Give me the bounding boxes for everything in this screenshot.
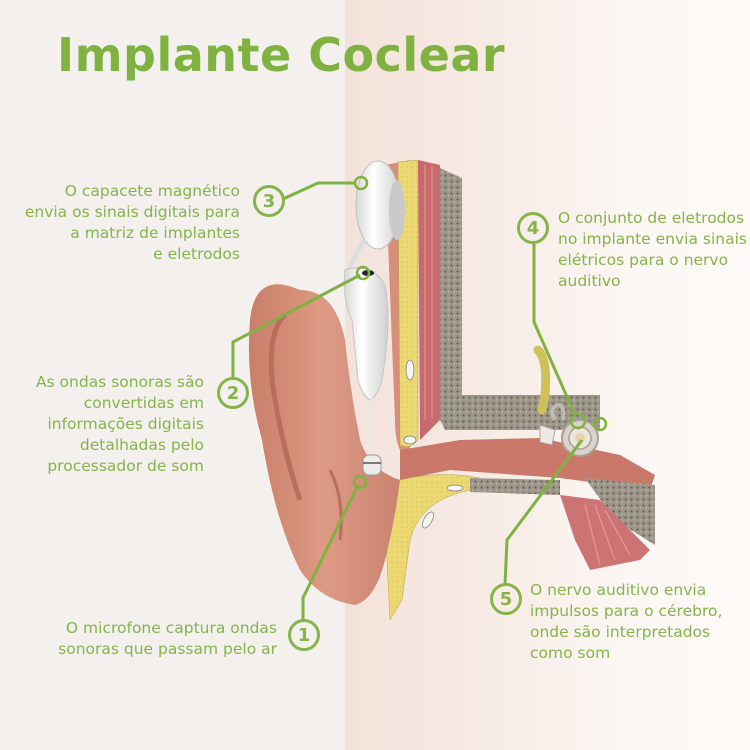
head-cross-section xyxy=(384,159,655,621)
badge-number: 1 xyxy=(297,624,311,646)
callout-line: O capacete magnético xyxy=(64,182,240,200)
callout-line: onde são interpretados xyxy=(530,623,711,641)
cochlea xyxy=(539,402,599,457)
callout-line: envia os sinais digitais para xyxy=(24,203,240,221)
callout-line: como som xyxy=(530,644,611,662)
callout-line: O conjunto de eletrodos xyxy=(558,209,745,227)
callout-2-text: As ondas sonoras são convertidas em info… xyxy=(36,372,204,477)
callout-line: no implante envia sinais xyxy=(558,230,747,248)
connector-3 xyxy=(282,181,355,201)
step-badge-3: 3 xyxy=(253,185,285,217)
step-badge-5: 5 xyxy=(490,583,522,615)
callout-line: O nervo auditivo envia xyxy=(530,581,707,599)
connector-5 xyxy=(503,439,584,586)
callout-line: As ondas sonoras são xyxy=(35,373,204,391)
step-badge-4: 4 xyxy=(517,212,549,244)
auditory-nerve xyxy=(533,345,551,415)
callout-1-text: O microfone captura ondas sonoras que pa… xyxy=(58,618,277,660)
badge-number: 4 xyxy=(526,217,540,239)
step-badge-2: 2 xyxy=(217,377,249,409)
badge-number: 2 xyxy=(226,382,240,404)
callout-line: a matriz de implantes xyxy=(70,224,240,242)
callout-line: auditivo xyxy=(558,272,621,290)
connector-4 xyxy=(532,244,577,416)
badge-number: 3 xyxy=(262,190,276,212)
outer-ear xyxy=(248,284,400,605)
microphone xyxy=(362,454,382,476)
callout-line: elétricos para o nervo xyxy=(558,251,729,269)
callout-4-text: O conjunto de eletrodos no implante envi… xyxy=(558,208,747,292)
callout-line: sonoras que passam pelo ar xyxy=(58,640,277,658)
callout-line: detalhadas pelo xyxy=(79,436,204,454)
callout-line: impulsos para o cérebro, xyxy=(530,602,723,620)
connector-2 xyxy=(231,273,361,378)
callout-line: e eletrodos xyxy=(153,245,240,263)
callout-line: informações digitais xyxy=(47,415,204,433)
sound-processor xyxy=(343,267,389,401)
badge-number: 5 xyxy=(499,588,513,610)
callout-line: O microfone captura ondas xyxy=(65,619,277,637)
page-title: Implante Coclear xyxy=(57,28,506,82)
callout-line: processador de som xyxy=(47,457,204,475)
connector-1 xyxy=(301,484,360,620)
callout-line: convertidas em xyxy=(83,394,204,412)
connector-lines xyxy=(231,175,608,620)
callout-5-text: O nervo auditivo envia impulsos para o c… xyxy=(530,580,722,664)
step-badge-1: 1 xyxy=(288,619,320,651)
callout-3-text: O capacete magnético envia os sinais dig… xyxy=(25,181,240,265)
